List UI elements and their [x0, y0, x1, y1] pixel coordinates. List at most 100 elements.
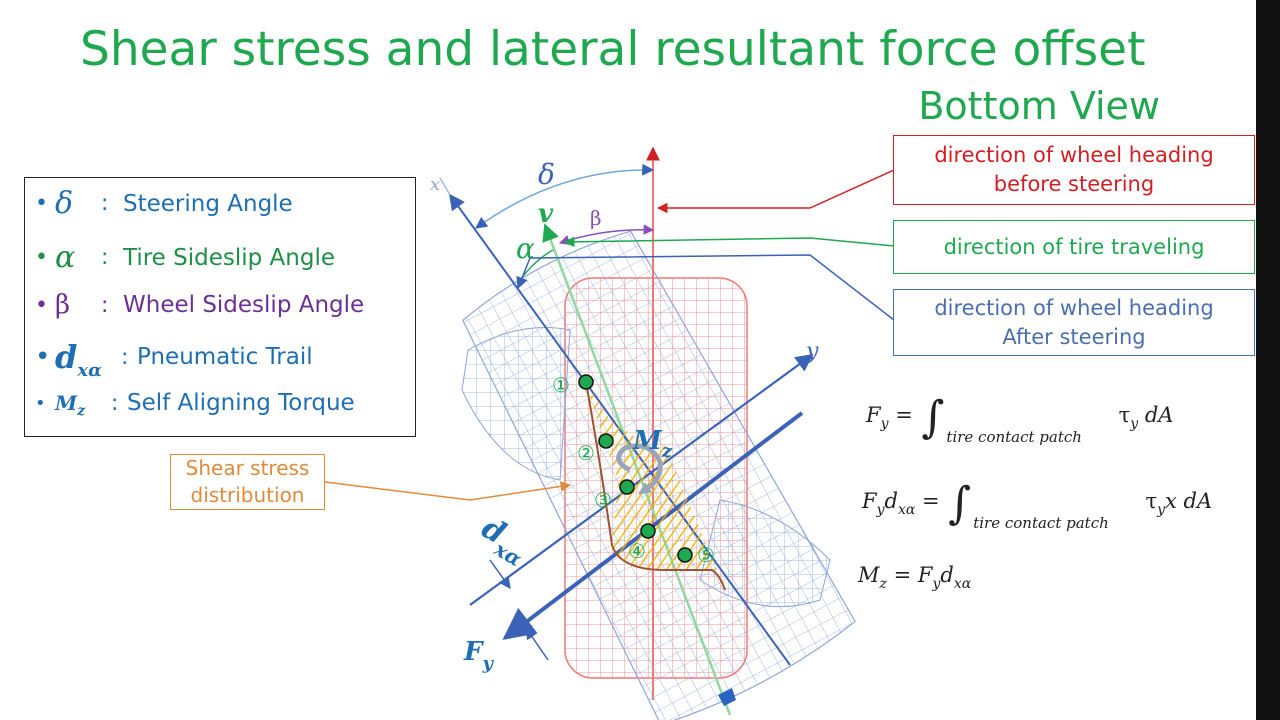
point-4-marker: [640, 523, 656, 539]
point-2-marker: [598, 433, 614, 449]
dxa-label-group: dxα: [472, 511, 535, 572]
eq-sub: z: [879, 576, 887, 592]
legend-colon: :: [111, 390, 119, 416]
legend-item-mz: • Mz : Self Aligning Torque: [35, 390, 355, 419]
legend-symbol: Mz: [55, 391, 111, 419]
callout-line: before steering: [993, 172, 1155, 196]
fy-label-main: F: [463, 637, 484, 667]
callout-heading-before-steering: direction of wheel heading before steeri…: [893, 135, 1255, 205]
eq-var: τ: [1118, 403, 1131, 427]
callout-heading-after-steering: direction of wheel heading After steerin…: [893, 289, 1255, 356]
legend-item-alpha: • α : Tire Sideslip Angle: [35, 240, 335, 275]
delta-label: δ: [538, 158, 555, 191]
eq-var: F: [862, 489, 877, 513]
point-2-label: ②: [577, 441, 595, 465]
fy-label: Fy: [463, 637, 494, 674]
mz-rotation-arrow: [616, 443, 663, 493]
delta-arc: [475, 163, 655, 229]
legend-text: Pneumatic Trail: [137, 344, 313, 370]
equation-fy-dxa: Fydxα = ∫tire contact patch τyx dA: [862, 468, 1213, 532]
eq-tail: x dA: [1165, 489, 1213, 513]
integral-icon: ∫: [921, 392, 945, 443]
bullet-icon: •: [35, 292, 48, 318]
callout-tire-traveling: direction of tire traveling: [893, 220, 1255, 274]
legend-symbol-sub: z: [77, 403, 86, 419]
eq-limit: tire contact patch: [946, 428, 1082, 446]
eq-limit: tire contact patch: [973, 514, 1109, 532]
page-subtitle: Bottom View: [918, 84, 1160, 128]
legend-symbol: dxα: [55, 338, 121, 381]
legend-colon: :: [101, 245, 109, 270]
legend-text: Self Aligning Torque: [127, 390, 355, 416]
beta-label: β: [590, 206, 602, 230]
mz-rotation-arrowhead: [638, 482, 652, 495]
x-axis-label: x: [430, 174, 440, 195]
leader-traveling: [563, 236, 895, 248]
shear-stress-area: [586, 382, 725, 590]
callout-line: direction of wheel heading: [934, 295, 1214, 320]
callout-shear-stress: Shear stress distribution: [170, 454, 325, 510]
mz-label-main: M: [632, 426, 663, 456]
eq-sub: xα: [897, 502, 916, 518]
eq-sub: y: [876, 502, 885, 518]
dxa-dimension-arrow: [489, 559, 511, 589]
eq-equals: =: [895, 403, 920, 427]
eq-var: F: [917, 563, 933, 587]
point-1-label: ①: [552, 373, 570, 397]
v-label: v: [538, 199, 554, 229]
eq-var: d: [884, 489, 898, 513]
eq-sub: y: [932, 576, 941, 592]
mz-label-sub: z: [661, 441, 673, 462]
leader-shear: [324, 481, 572, 501]
fy-dimension-arrow: [525, 627, 549, 661]
legend-symbol: α: [55, 240, 76, 275]
leader-after-steering: [516, 254, 895, 321]
leader-before-steering: [656, 169, 895, 214]
tire-sidewall-right: [699, 499, 831, 608]
legend-colon: :: [121, 344, 129, 370]
dxa-label: dxα: [472, 511, 535, 572]
eq-var: F: [866, 403, 881, 427]
point-3-label: ③: [594, 488, 612, 512]
legend-text: Wheel Sideslip Angle: [123, 292, 365, 318]
x-axis-extension: [439, 177, 451, 196]
callout-line: distribution: [190, 483, 305, 507]
y-axis-label: y: [805, 339, 819, 364]
eq-var: τ: [1145, 489, 1158, 513]
eq-sub: y: [880, 416, 889, 432]
legend-text: Steering Angle: [123, 190, 293, 217]
legend-text: Tire Sideslip Angle: [123, 244, 336, 271]
legend-symbol: β: [55, 290, 71, 320]
callout-line: After steering: [1002, 324, 1146, 349]
eq-equals: =: [922, 489, 947, 513]
legend-item-beta: • β : Wheel Sideslip Angle: [35, 290, 364, 320]
legend-symbol-sub: xα: [77, 360, 102, 381]
equation-mz: Mz = Fydxα: [858, 563, 971, 592]
shear-stress-curve: [585, 381, 726, 591]
equation-fy: Fy = ∫tire contact patch τy dA: [866, 382, 1174, 446]
eq-equals: =: [893, 563, 918, 587]
bullet-icon: •: [35, 342, 51, 372]
point-5-marker: [677, 547, 693, 563]
right-edge-bar: [1256, 0, 1280, 720]
legend-colon: :: [101, 191, 109, 216]
eq-sub: y: [1130, 416, 1139, 432]
legend-symbol: δ: [55, 186, 74, 221]
fy-label-sub: y: [481, 653, 494, 674]
eq-var: d: [940, 563, 954, 587]
page-title: Shear stress and lateral resultant force…: [80, 22, 1146, 77]
bullet-icon: •: [35, 245, 48, 270]
legend-symbol-main: M: [55, 391, 78, 415]
callout-line: Shear stress: [185, 456, 310, 480]
callout-line: direction of tire traveling: [943, 234, 1205, 259]
point-1-marker: [578, 374, 594, 390]
point-4-label: ④: [628, 539, 646, 563]
velocity-arrow-icon: [718, 688, 736, 706]
eq-tail: dA: [1138, 403, 1174, 427]
mz-label: Mz: [632, 426, 673, 462]
integral-icon: ∫: [948, 478, 972, 529]
legend-item-dxa: • dxα : Pneumatic Trail: [35, 338, 313, 381]
bullet-icon: •: [35, 392, 46, 414]
symbol-legend: • δ : Steering Angle • α : Tire Sideslip…: [24, 177, 416, 437]
